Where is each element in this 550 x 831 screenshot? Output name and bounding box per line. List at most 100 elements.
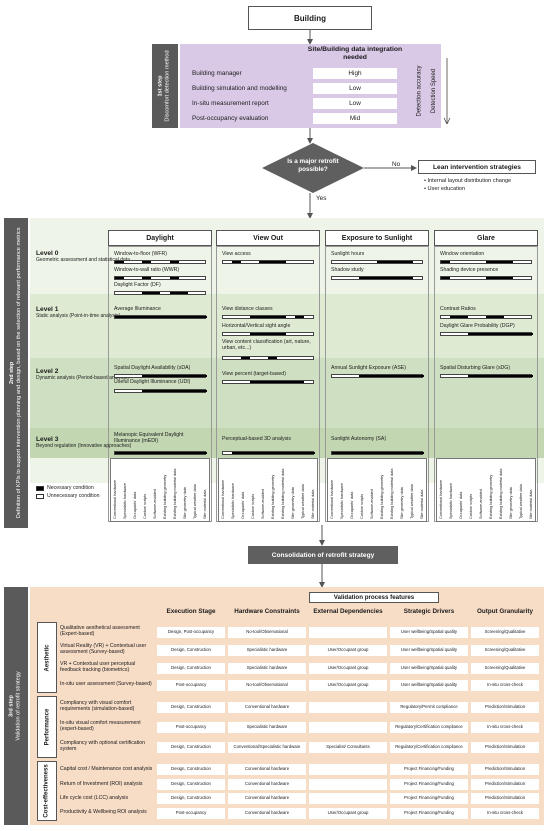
lean-strategies-box: Lean intervention strategies bbox=[418, 160, 536, 174]
validation-cell: User wellbeing/Spatial quality bbox=[390, 679, 468, 691]
header-execution: Execution Stage bbox=[166, 607, 216, 615]
col-glare: Glare bbox=[434, 230, 538, 246]
validation-cell: Conventional hardware bbox=[228, 793, 306, 804]
group-performance: Performance bbox=[37, 696, 57, 758]
condition-strip bbox=[440, 260, 532, 264]
legend: Necessary condition Unnecessary conditio… bbox=[36, 485, 99, 501]
validation-cell: Project Financing/Funding bbox=[390, 807, 468, 819]
validation-cell: Design, Construction bbox=[157, 741, 225, 753]
step1-panel: Site/Building data integration needed Bu… bbox=[180, 44, 441, 128]
method-value: Low bbox=[313, 83, 397, 94]
condition-strip bbox=[440, 332, 533, 336]
validation-cell bbox=[309, 721, 387, 733]
group-cost: Cost-effectiveness bbox=[37, 761, 57, 821]
decision-question: Is a major retrofit possible? bbox=[287, 158, 339, 173]
condition-strip bbox=[222, 315, 314, 319]
kpi-wfr: Window-to-floor (WFR) bbox=[114, 251, 168, 257]
validation-cell: Screening/Qualitative bbox=[471, 662, 539, 674]
validation-row-label: Productivity & Wellbeing ROI analysis bbox=[60, 809, 147, 816]
no-label: No bbox=[392, 161, 401, 168]
method-label: Building simulation and modelling bbox=[192, 85, 287, 92]
consolidation-box: Consolidation of retrofit strategy bbox=[248, 546, 398, 564]
condition-strip bbox=[222, 380, 314, 384]
validation-cell: Specialistic hardware bbox=[228, 721, 306, 733]
validation-cell bbox=[309, 626, 387, 638]
validation-cell: Project Financing/Funding bbox=[390, 764, 468, 775]
group-aesthetic: Aesthetic bbox=[37, 622, 57, 693]
validation-title: Validation process features bbox=[309, 592, 439, 603]
validation-cell: Post-occupancy bbox=[157, 807, 225, 819]
kpi-sdg: Spatial Disturbing Glare (sDG) bbox=[440, 365, 511, 371]
method-value: High bbox=[313, 68, 397, 79]
validation-cell: Regulatory/Permit compliance bbox=[390, 701, 468, 713]
kpi-shadow-study: Shadow study bbox=[331, 267, 364, 273]
kpi-sunlight-hours: Sunlight hours bbox=[331, 251, 365, 257]
condition-strip bbox=[114, 291, 206, 295]
validation-cell: Design, Construction bbox=[157, 644, 225, 656]
validation-cell: User/Occupant group bbox=[309, 807, 387, 819]
validation-row-label: Qualitative aesthetical assessment (Expe… bbox=[60, 625, 140, 637]
method-value: Low bbox=[313, 98, 397, 109]
kpi-sda: Spatial Daylight Availability (sDA) bbox=[114, 365, 191, 371]
validation-cell: Conventional hardware bbox=[228, 807, 306, 819]
kpi-view-content: View content classification (art, nature… bbox=[222, 339, 311, 351]
method-value: Mid bbox=[313, 113, 397, 124]
step1-header: Site/Building data integration needed bbox=[307, 46, 403, 62]
col-viewout: View Out bbox=[216, 230, 320, 246]
condition-strip bbox=[222, 451, 315, 455]
validation-cell: Prediction/Simulation bbox=[471, 764, 539, 775]
condition-strip bbox=[114, 276, 206, 280]
validation-cell: Screening/Qualitative bbox=[471, 626, 539, 638]
validation-cell: Design, Construction bbox=[157, 779, 225, 790]
legend-unnecessary: Unnecessary condition bbox=[36, 493, 99, 499]
header-strategic: Strategic Drivers bbox=[403, 607, 455, 615]
kpi-window-orientation: Window orientation bbox=[440, 251, 485, 257]
validation-row-label: Compliancy with visual comfort requireme… bbox=[60, 700, 135, 712]
condition-strip bbox=[222, 356, 314, 360]
validation-row-label: Capital cost / Maintenance cost analysis bbox=[60, 765, 153, 772]
validation-row-label: Return of Investment (ROI) analysis bbox=[60, 780, 143, 787]
condition-strip bbox=[331, 260, 423, 264]
validation-cell: In-situ cross-check bbox=[471, 679, 539, 691]
level1-band bbox=[30, 294, 544, 358]
legend-necessary: Necessary condition bbox=[36, 485, 99, 491]
kpi-udi: Useful Daylight Illuminance (UDI) bbox=[114, 379, 191, 385]
validation-cell bbox=[309, 793, 387, 804]
validation-cell: Specialist/ Consultants bbox=[309, 741, 387, 753]
condition-strip bbox=[114, 315, 207, 319]
condition-strip bbox=[440, 374, 533, 378]
validation-cell: Specialistic hardware bbox=[228, 644, 306, 656]
validation-cell: User wellbeing/Spatial quality bbox=[390, 644, 468, 656]
condition-strip bbox=[114, 374, 207, 378]
kpi-view-percent: View percent (target-based) bbox=[222, 371, 286, 377]
validation-cell: Prediction/Simulation bbox=[471, 793, 539, 804]
method-label: Post-occupancy evaluation bbox=[192, 115, 269, 122]
validation-cell bbox=[309, 779, 387, 790]
validation-cell: User wellbeing/Spatial quality bbox=[390, 626, 468, 638]
validation-cell: User/Occupant group bbox=[309, 644, 387, 656]
validation-cell: Prediction/Simulation bbox=[471, 701, 539, 713]
condition-strip bbox=[222, 260, 314, 264]
validation-cell: Conventional/Specialistic hardware bbox=[228, 741, 306, 753]
validation-cell: Project Financing/Funding bbox=[390, 793, 468, 804]
method-label: Building manager bbox=[192, 70, 242, 77]
validation-cell: Design, Construction bbox=[157, 701, 225, 713]
accuracy-axis-label: Detection accuracy bbox=[416, 65, 423, 117]
header-external: External Dependencies bbox=[313, 607, 383, 615]
validation-cell: Regulatory/Certification compliance bbox=[390, 741, 468, 753]
lean-item: • Internal layout distribution change bbox=[424, 178, 512, 184]
validation-cell: Design, Construction bbox=[157, 793, 225, 804]
kpi-ase: Annual Sunlight Exposure (ASE) bbox=[331, 365, 406, 371]
validation-cell: No-tool/Observational bbox=[228, 679, 306, 691]
condition-strip bbox=[331, 451, 424, 455]
kpi-wwr: Window-to-wall ratio (WWR) bbox=[114, 267, 180, 273]
kpi-sa: Sunlight Autonomy (SA) bbox=[331, 436, 387, 442]
